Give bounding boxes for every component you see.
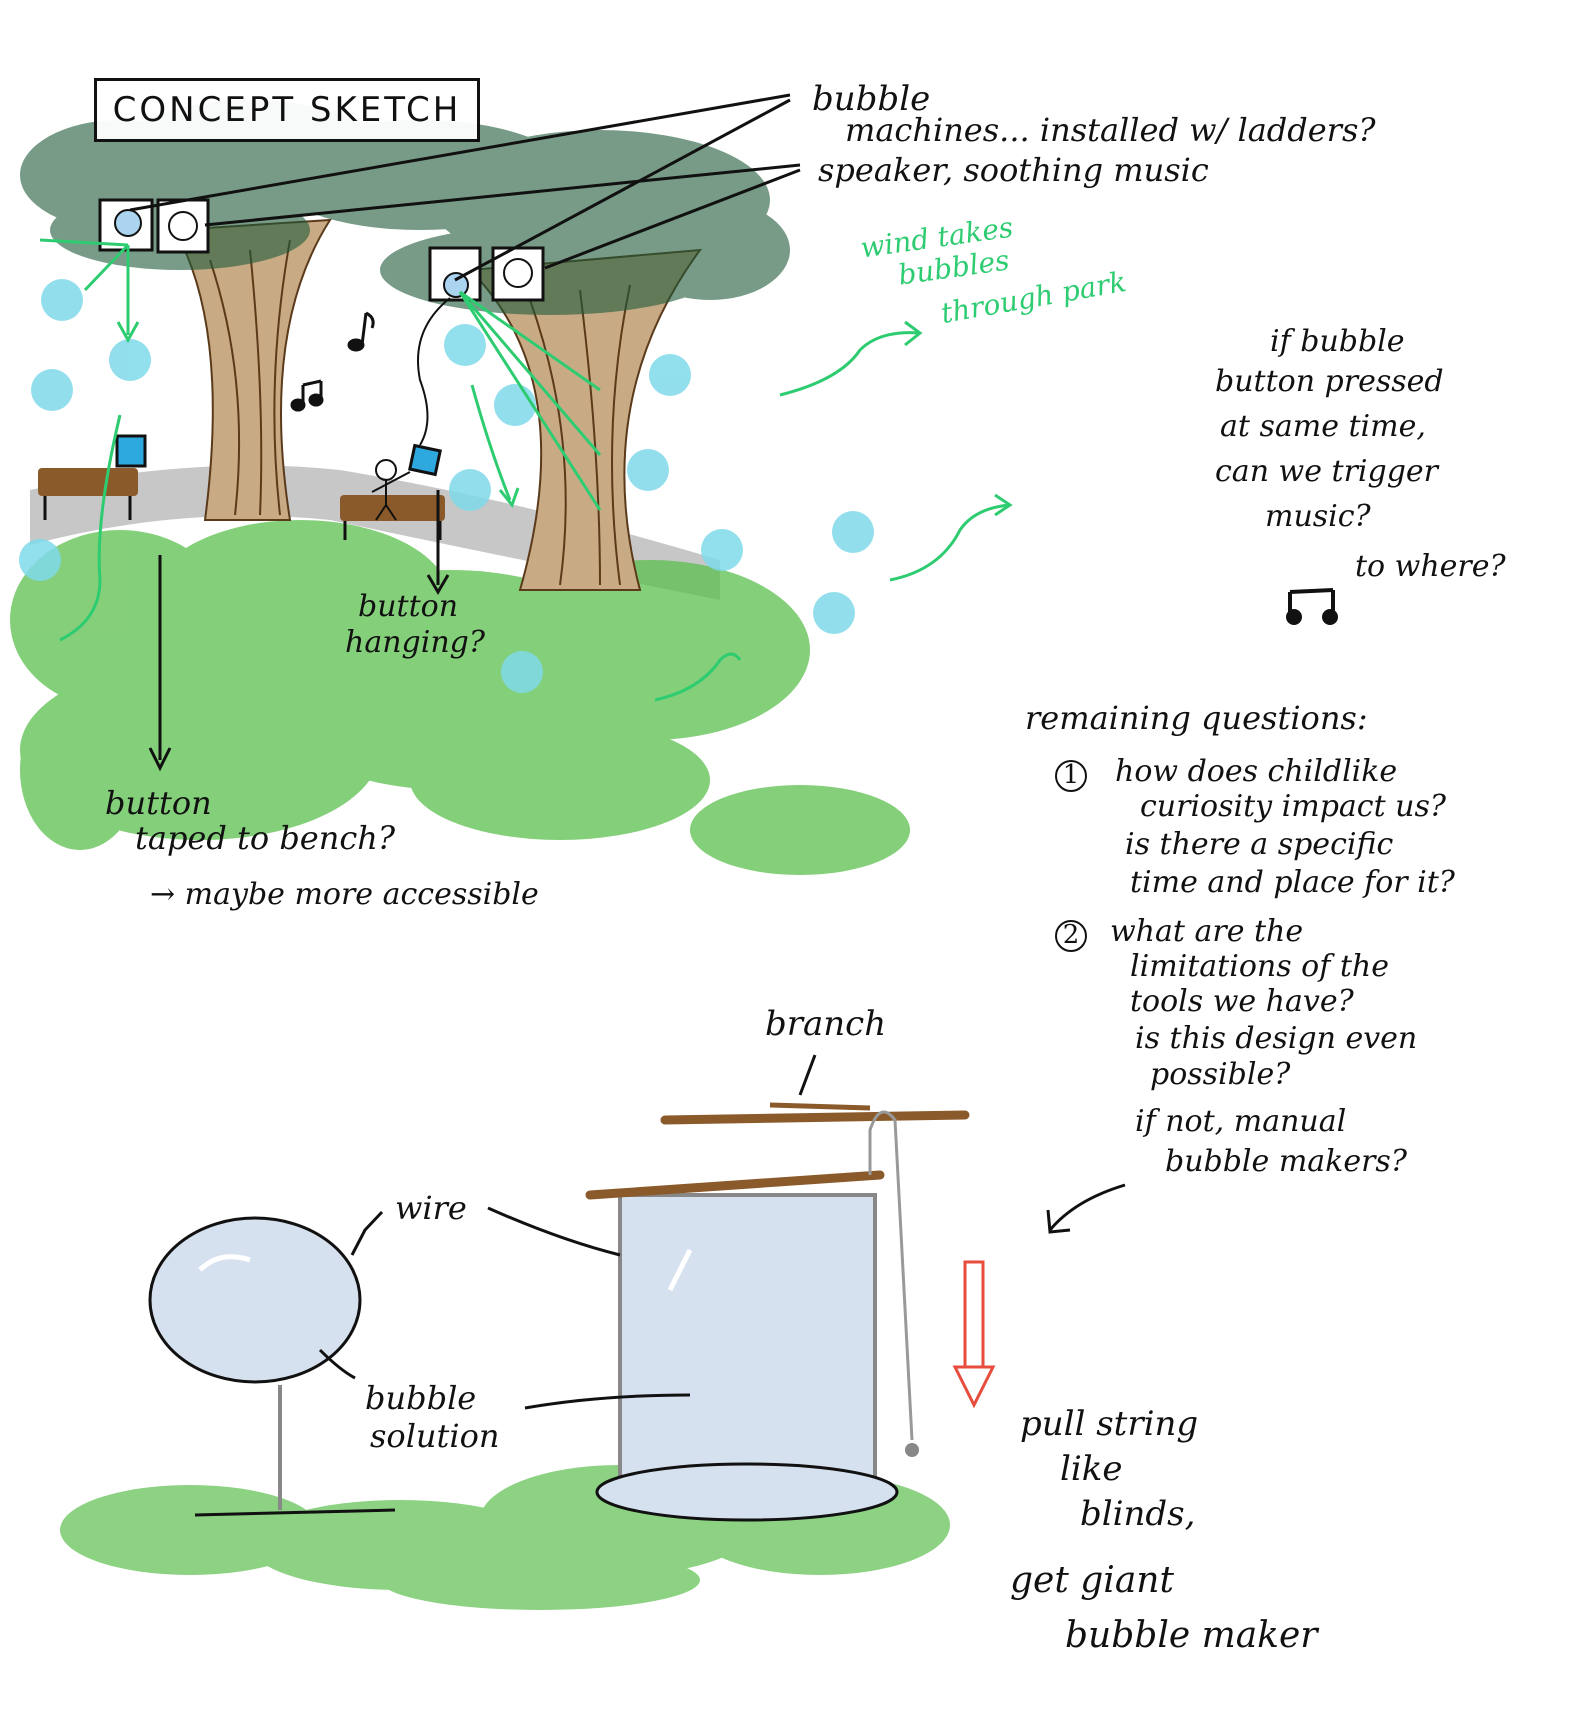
pull-string-line: like	[1060, 1449, 1123, 1489]
q1-line: time and place for it?	[1130, 865, 1455, 900]
tree-trunk-left	[173, 218, 332, 521]
q2-line: possible?	[1150, 1057, 1291, 1092]
giant-bubble-maker	[585, 1102, 970, 1522]
bubble-machines-label-2: machines... installed w/ ladders?	[845, 111, 1376, 149]
hanging-button	[408, 297, 451, 477]
pull-string-line: pull string	[1020, 1404, 1199, 1444]
q2-line: tools we have?	[1130, 984, 1354, 1019]
bubble-machine-right	[428, 246, 482, 302]
q2-line: is this design even	[1135, 1021, 1418, 1056]
q2-line: what are the	[1110, 914, 1304, 949]
bench-button	[115, 434, 147, 468]
q2-line: limitations of the	[1130, 949, 1389, 984]
music-note-icon	[290, 311, 375, 412]
to-where-label: to where?	[1355, 549, 1506, 584]
accessible-label: → maybe more accessible	[150, 877, 539, 912]
floating-bubbles	[19, 279, 874, 693]
tree-trunk-right	[467, 248, 703, 591]
pull-string-line: get giant	[1010, 1560, 1174, 1601]
button-hanging-label-2: hanging?	[345, 625, 485, 660]
solution-label-2: solution	[370, 1417, 500, 1455]
park-path	[30, 465, 720, 600]
button-bench-label-2: taped to bench?	[135, 819, 396, 857]
question-number-2: 2	[1055, 920, 1087, 952]
music-question-line: can we trigger	[1215, 454, 1439, 489]
music-question-line: button pressed	[1215, 364, 1444, 399]
button-hanging-label-1: button	[358, 589, 459, 624]
q1-line: how does childlike	[1115, 754, 1398, 789]
solution-label-1: bubble	[365, 1379, 477, 1417]
red-down-arrow	[952, 1260, 996, 1409]
title-box: CONCEPT SKETCH	[94, 78, 480, 142]
pull-string-line: blinds,	[1080, 1494, 1196, 1534]
speaker-left	[156, 198, 210, 254]
callout-lines	[129, 93, 801, 772]
music-question-line: at same time,	[1220, 409, 1426, 444]
music-question-line: music?	[1265, 499, 1371, 534]
bubble-machines-label-1: bubble	[812, 79, 931, 119]
bottom-callout-lines	[318, 1054, 1126, 1410]
wind-arrows	[39, 238, 1013, 702]
bench-left	[38, 468, 138, 520]
bench-right	[340, 495, 445, 540]
remaining-heading: remaining questions:	[1025, 699, 1368, 737]
branch-label: branch	[765, 1004, 887, 1044]
button-bench-label-1: button	[105, 784, 212, 822]
q2-line: bubble makers?	[1165, 1144, 1407, 1179]
q2-line: if not, manual	[1135, 1104, 1347, 1139]
bubble-wand	[148, 1216, 396, 1517]
music-note-icon-right	[1286, 588, 1338, 625]
stick-figure	[371, 459, 411, 521]
q1-line: is there a specific	[1125, 827, 1394, 862]
pull-string-line: bubble maker	[1065, 1615, 1318, 1656]
music-question-line: if bubble	[1270, 324, 1405, 359]
question-number-1: 1	[1055, 760, 1087, 792]
grass-area	[10, 520, 910, 875]
q1-line: curiosity impact us?	[1140, 789, 1446, 824]
wire-label: wire	[395, 1189, 467, 1227]
speaker-label: speaker, soothing music	[818, 151, 1209, 189]
